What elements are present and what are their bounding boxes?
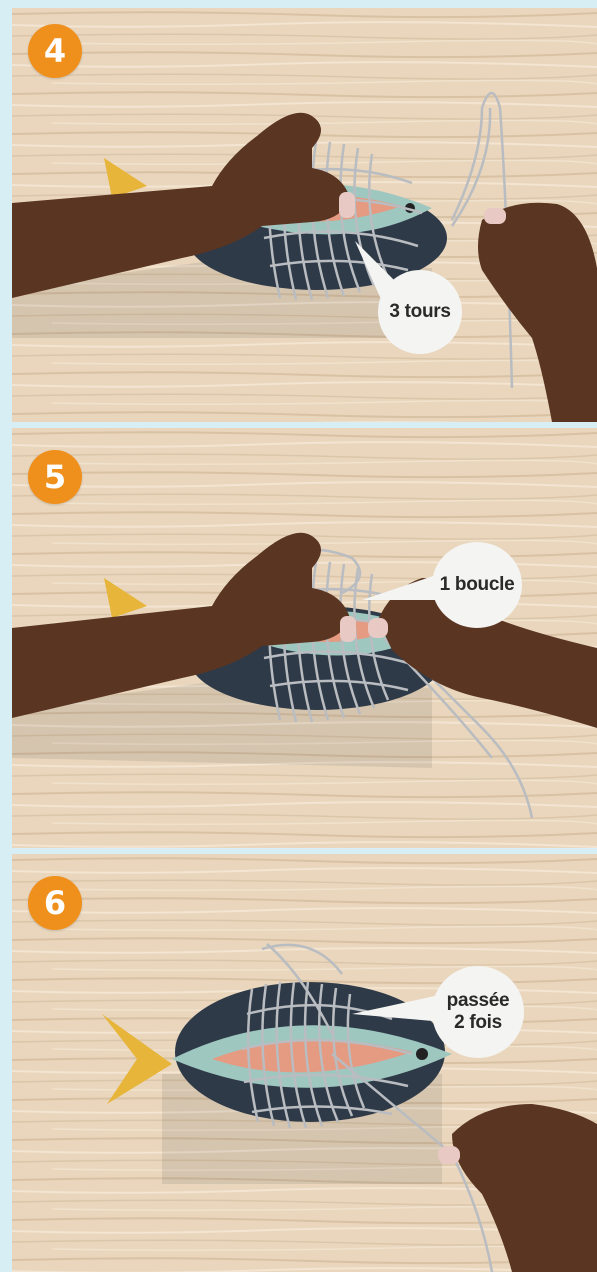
callout-1-boucle: 1 boucle xyxy=(432,542,522,628)
callout-pointer xyxy=(12,854,597,1272)
callout-passee-2-fois: passée 2 fois xyxy=(432,966,524,1058)
callout-pointer xyxy=(12,428,597,848)
callout-text: 3 tours xyxy=(389,301,450,323)
callout-text: passée 2 fois xyxy=(447,990,510,1034)
step-4-panel: 4 3 tours xyxy=(12,8,597,422)
callout-text: 1 boucle xyxy=(440,574,515,596)
callout-pointer xyxy=(12,8,597,422)
step-6-panel: 6 passée 2 fois xyxy=(12,854,597,1272)
step-5-panel: 5 1 boucle xyxy=(12,428,597,848)
callout-3-tours: 3 tours xyxy=(378,270,462,354)
